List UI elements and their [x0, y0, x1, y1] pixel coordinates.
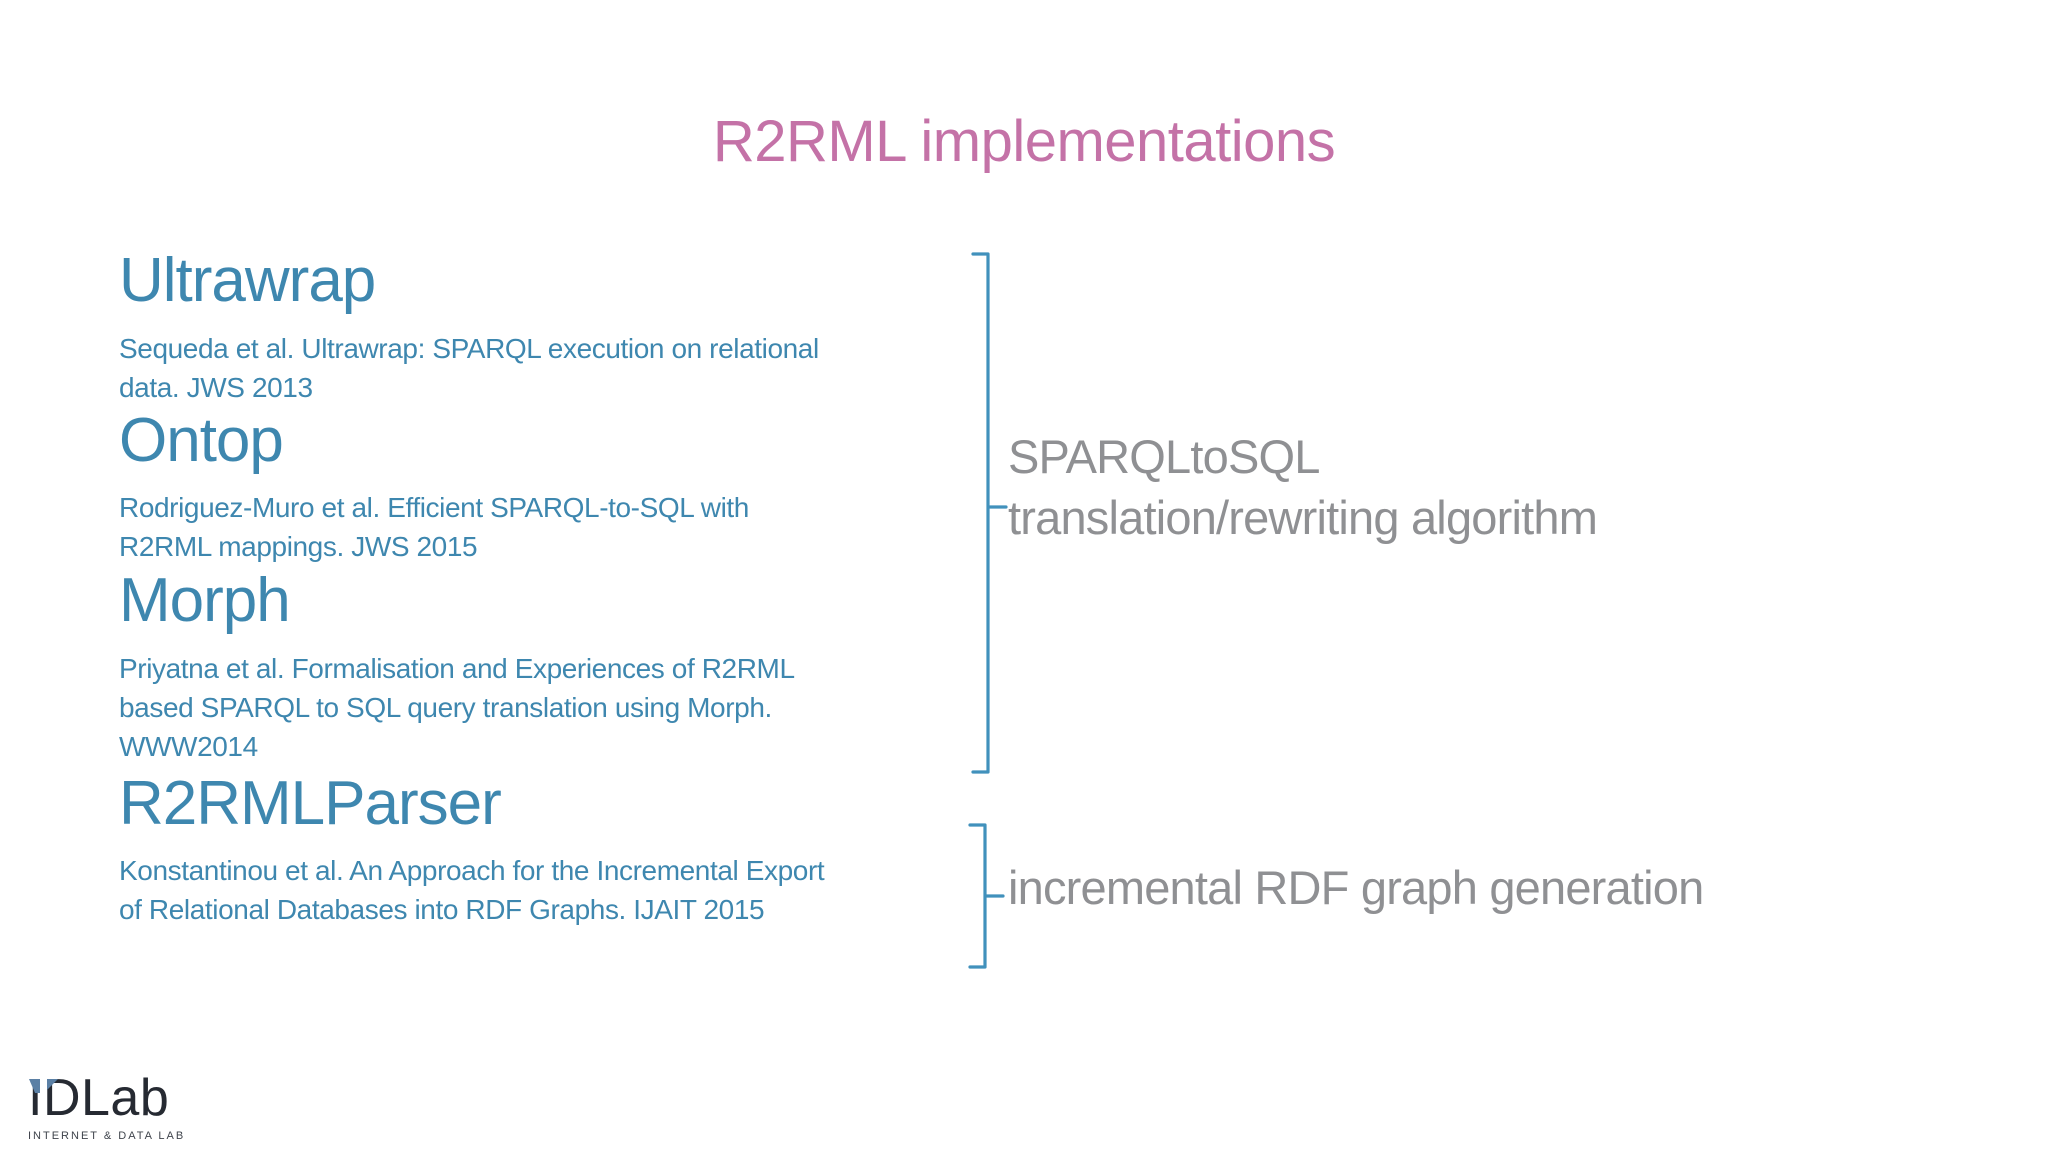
- group-label-line: SPARQLtoSQL: [1008, 430, 1320, 483]
- implementation-citation-ultrawrap: Sequeda et al. Ultrawrap: SPARQL executi…: [119, 329, 819, 407]
- implementation-name-r2rmlparser: R2RMLParser: [119, 769, 502, 838]
- group-label-incremental: incremental RDF graph generation: [1008, 857, 1704, 918]
- citation-line: WWW2014: [119, 731, 258, 762]
- citation-line: of Relational Databases into RDF Graphs.…: [119, 894, 765, 925]
- citation-line: R2RML mappings. JWS 2015: [119, 531, 478, 562]
- idlab-logo-tagline: INTERNET & DATA LAB: [28, 1130, 186, 1142]
- logo-accent-icon: [47, 1079, 58, 1090]
- implementation-name-morph: Morph: [119, 566, 291, 635]
- group-label-sparqltosql: SPARQLtoSQL translation/rewriting algori…: [1008, 426, 1598, 548]
- logo-accent-icon: [29, 1079, 40, 1093]
- group-label-line: incremental RDF graph generation: [1008, 861, 1704, 914]
- implementation-name-ultrawrap: Ultrawrap: [119, 246, 376, 315]
- citation-line: Konstantinou et al. An Approach for the …: [119, 855, 825, 886]
- idlab-logo: IDLab INTERNET & DATA LAB: [28, 1072, 288, 1143]
- group-label-line: translation/rewriting algorithm: [1008, 491, 1598, 544]
- implementation-citation-r2rmlparser: Konstantinou et al. An Approach for the …: [119, 851, 825, 929]
- slide-title: R2RML implementations: [712, 109, 1336, 174]
- citation-line: Priyatna et al. Formalisation and Experi…: [119, 653, 795, 684]
- citation-line: data. JWS 2013: [119, 372, 313, 403]
- implementation-name-ontop: Ontop: [119, 406, 284, 475]
- implementation-citation-ontop: Rodriguez-Muro et al. Efficient SPARQL-t…: [119, 488, 749, 566]
- group-brace-icon: [968, 823, 1005, 969]
- implementation-citation-morph: Priyatna et al. Formalisation and Experi…: [119, 649, 795, 766]
- citation-line: based SPARQL to SQL query translation us…: [119, 692, 772, 723]
- idlab-logo-wordmark: IDLab: [28, 1069, 170, 1127]
- citation-line: Sequeda et al. Ultrawrap: SPARQL executi…: [119, 333, 819, 364]
- group-brace-icon: [971, 252, 1008, 774]
- citation-line: Rodriguez-Muro et al. Efficient SPARQL-t…: [119, 492, 749, 523]
